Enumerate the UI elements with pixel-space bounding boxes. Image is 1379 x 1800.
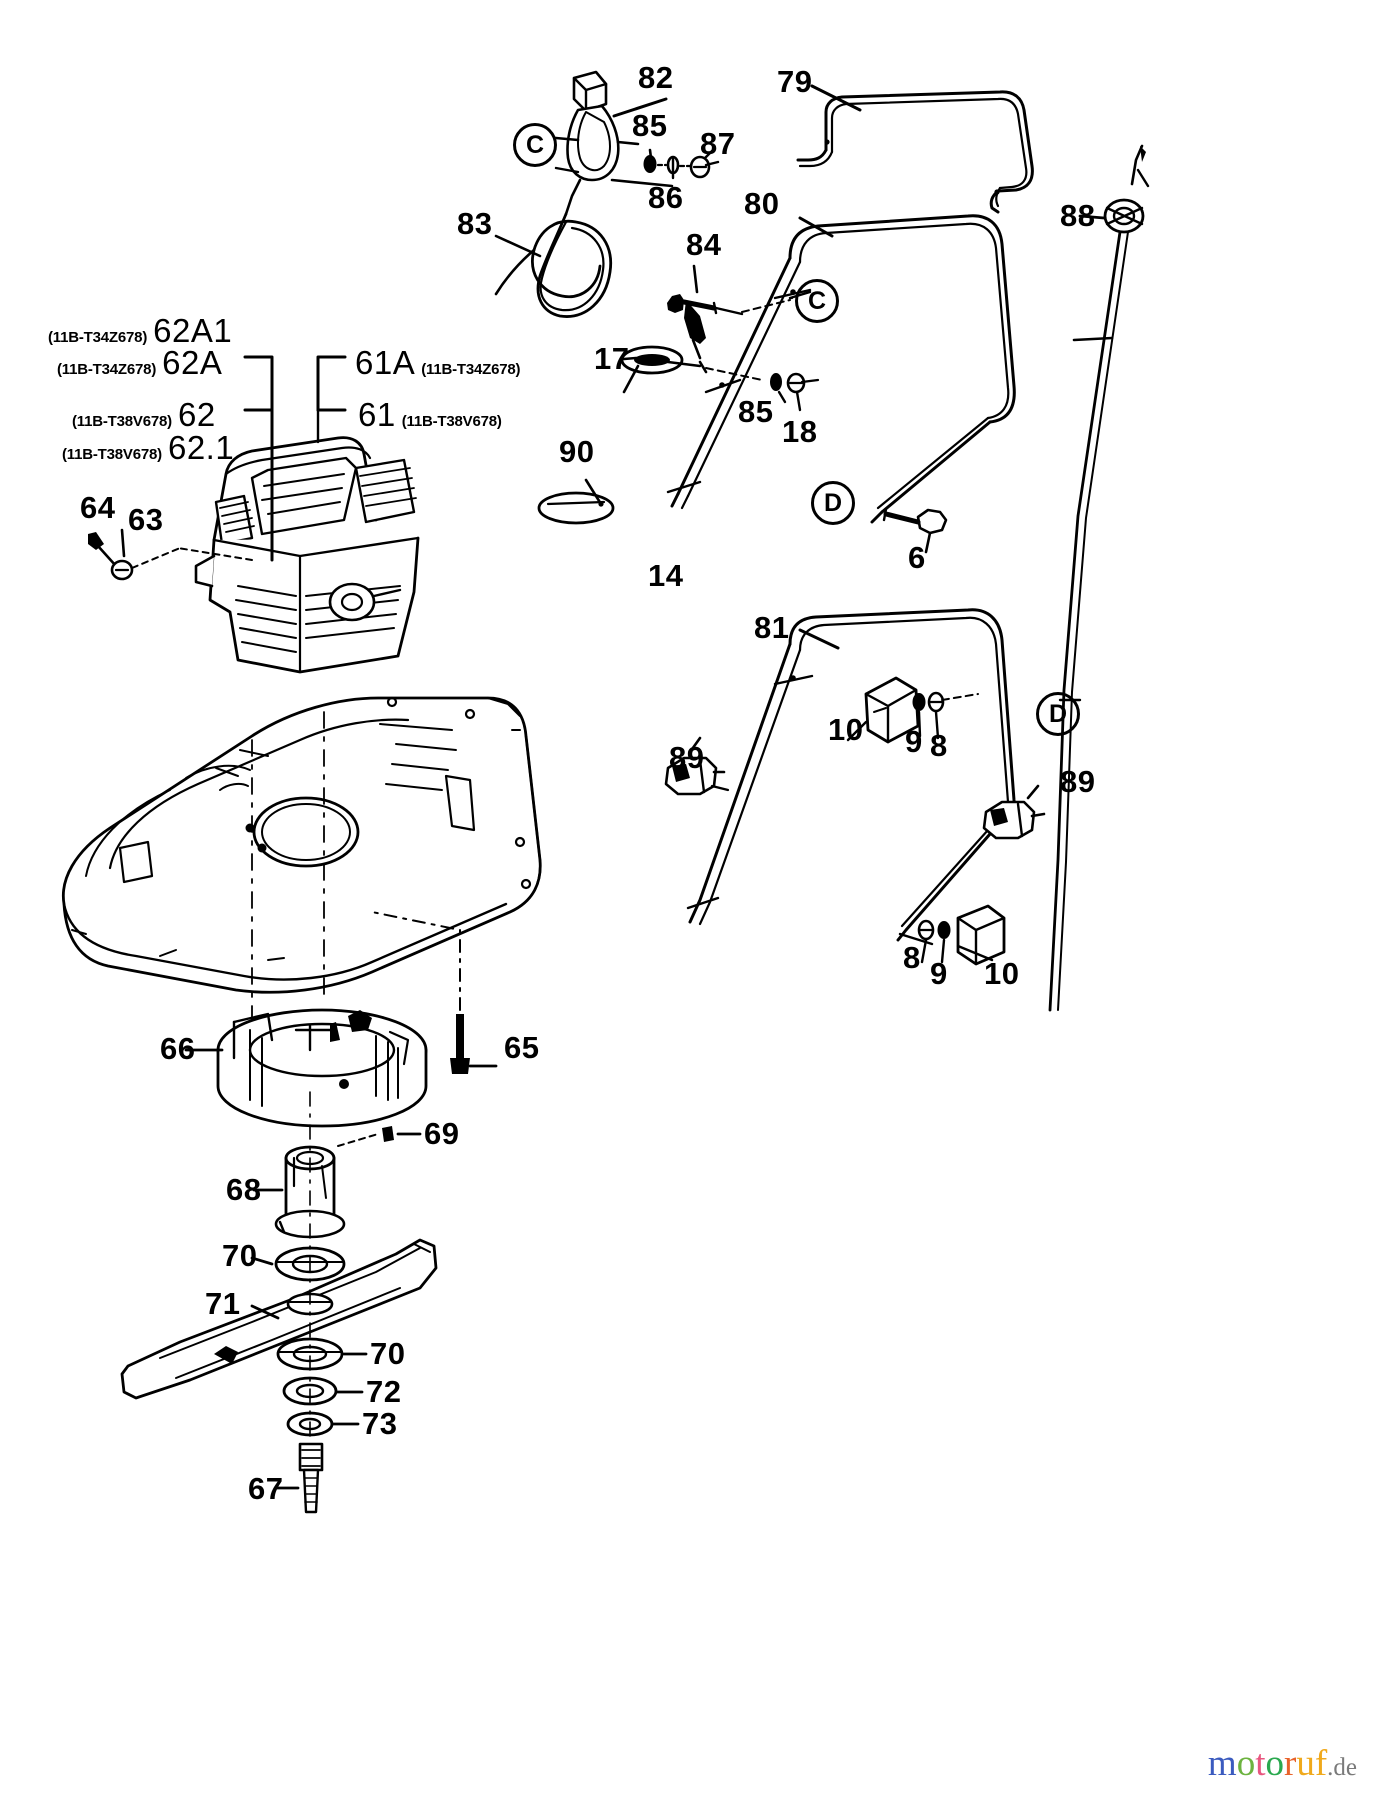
callout-82: 82 <box>638 60 674 95</box>
watermark-motoruf: motoruf.de <box>1208 1745 1357 1782</box>
callout-71: 71 <box>205 1286 241 1321</box>
callout-10-lower: 10 <box>984 956 1020 991</box>
model-code-61: (11B-T38V678) <box>401 413 502 430</box>
callout-63: 63 <box>128 502 164 537</box>
part-number-62A1: 62A1 <box>153 312 233 349</box>
watermark-letter-o2: o <box>1265 1743 1284 1784</box>
callout-88: 88 <box>1060 198 1096 233</box>
watermark-letter-r: r <box>1283 1743 1297 1784</box>
callout-81: 81 <box>754 610 790 645</box>
bolt-67 <box>274 1091 324 1514</box>
lower-handle-81 <box>686 608 1016 946</box>
callout-66: 66 <box>160 1031 196 1066</box>
callout-73: 73 <box>362 1406 398 1441</box>
model-code-62A: (11B-T34Z678) <box>57 361 157 378</box>
part-number-62A: 62A <box>162 344 223 381</box>
part-number-62: 62 <box>177 396 216 433</box>
reference-circle-c-left: C <box>513 123 557 167</box>
callout-85-upper: 85 <box>632 108 668 143</box>
callout-9-upper: 9 <box>905 724 923 759</box>
throttle-lever-assembly <box>554 70 674 216</box>
engine-variant-61A-row: 61A (11B-T34Z678) <box>355 344 521 382</box>
callout-70-lower: 70 <box>370 1336 406 1371</box>
part-number-61: 61 <box>358 396 396 433</box>
mower-deck <box>61 696 542 1023</box>
starter-cable-88 <box>1048 144 1150 1012</box>
engine-variant-62-row: (11B-T38V678) 62 <box>72 396 216 434</box>
hardware-85-86-87 <box>643 148 720 180</box>
reference-circle-d-upper: D <box>811 481 855 525</box>
washer-70-lower <box>276 1337 368 1371</box>
washer-73 <box>286 1411 360 1437</box>
callout-70-upper: 70 <box>222 1238 258 1273</box>
part-number-62-1: 62.1 <box>167 429 235 466</box>
cable-clip-89-left <box>664 736 730 796</box>
callout-90: 90 <box>559 434 595 469</box>
watermark-tld: .de <box>1327 1754 1357 1781</box>
callout-85-lower: 85 <box>738 394 774 429</box>
model-code-62A1: (11B-T34Z678) <box>48 329 148 346</box>
wire-bracket-79 <box>796 84 1034 214</box>
model-code-62: (11B-T38V678) <box>72 413 172 430</box>
hardware-85-18 <box>770 372 820 412</box>
callout-64: 64 <box>80 490 116 525</box>
bolt-84 <box>667 264 791 316</box>
callout-10-upper: 10 <box>828 712 864 747</box>
watermark-letter-o1: o <box>1236 1743 1256 1784</box>
callout-67: 67 <box>248 1471 284 1506</box>
cable-clip-89-right <box>982 784 1046 840</box>
handle-knob-lower <box>917 904 1006 966</box>
callout-79: 79 <box>777 64 813 99</box>
screws-63-64 <box>88 528 181 581</box>
callout-65: 65 <box>504 1030 540 1065</box>
model-code-62-1: (11B-T38V678) <box>62 446 162 463</box>
bracket-62-group <box>243 355 274 562</box>
callout-69: 69 <box>424 1116 460 1151</box>
handle-knob-upper <box>846 676 979 744</box>
callout-86: 86 <box>648 180 684 215</box>
callout-80: 80 <box>744 186 780 221</box>
reference-circle-c-right: C <box>795 279 839 323</box>
engine-variant-61-row: 61 (11B-T38V678) <box>358 396 502 434</box>
callout-83: 83 <box>457 206 493 241</box>
bolt-6 <box>882 507 948 554</box>
watermark-letter-f: f <box>1314 1743 1328 1784</box>
washer-90 <box>537 478 615 525</box>
watermark-letter-t: t <box>1255 1743 1266 1784</box>
washer-70-upper <box>250 1246 346 1282</box>
callout-89-right: 89 <box>1060 764 1096 799</box>
callout-84: 84 <box>686 227 722 262</box>
engine-variant-62A-row: (11B-T34Z678) 62A <box>57 344 222 382</box>
part-number-61A: 61A <box>355 344 416 381</box>
callout-8-upper: 8 <box>930 728 948 763</box>
model-code-61A: (11B-T34Z678) <box>421 361 521 378</box>
callout-89-left: 89 <box>669 740 705 775</box>
callout-17: 17 <box>594 341 630 376</box>
reference-circle-d-lower: D <box>1036 692 1080 736</box>
upper-handle-80 <box>666 214 1016 524</box>
engine-variant-62-1-row: (11B-T38V678) 62.1 <box>62 429 234 467</box>
callout-9-lower: 9 <box>930 956 948 991</box>
callout-6: 6 <box>908 540 926 575</box>
throttle-cable-83 <box>494 212 613 318</box>
callout-72: 72 <box>366 1374 402 1409</box>
callout-87: 87 <box>700 126 736 161</box>
watermark-letter-u: u <box>1296 1743 1315 1784</box>
watermark-letter-m: m <box>1207 1743 1237 1784</box>
callout-18: 18 <box>782 414 818 449</box>
engine-assembly <box>177 370 420 674</box>
bracket-61-group <box>316 355 347 412</box>
blade-71 <box>120 1238 438 1400</box>
deck-insert-66 <box>184 1008 428 1128</box>
callout-14: 14 <box>648 558 684 593</box>
callout-68: 68 <box>226 1172 262 1207</box>
bolt-65 <box>371 911 498 1074</box>
blade-adapter-68 <box>252 1126 422 1239</box>
callout-8-lower: 8 <box>903 940 921 975</box>
knob-washer-17 <box>620 300 763 394</box>
engine-variant-62A1-row: (11B-T34Z678) 62A1 <box>48 312 232 350</box>
washer-72 <box>282 1376 364 1406</box>
